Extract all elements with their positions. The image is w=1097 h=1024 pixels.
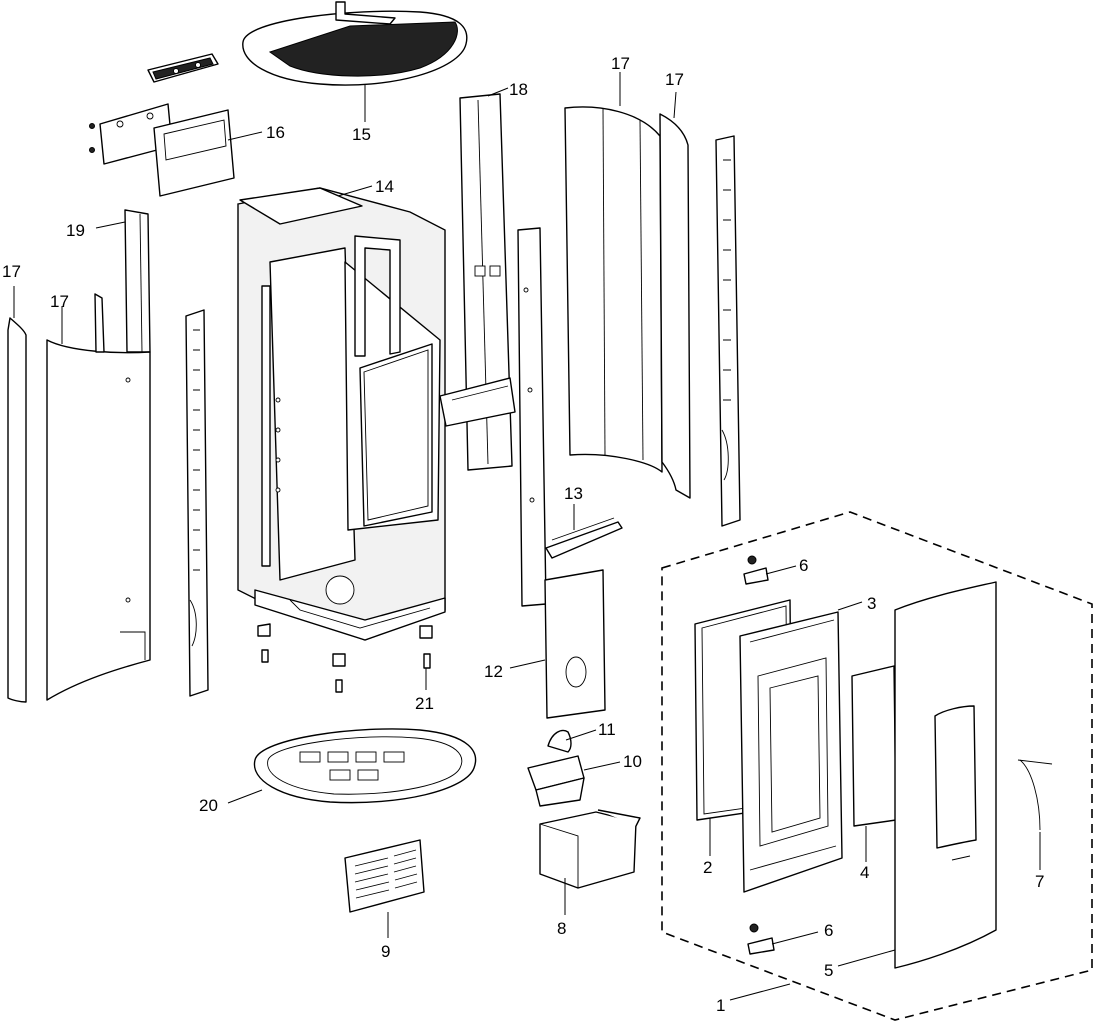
callout-19: 19 xyxy=(66,221,85,240)
callout-9: 9 xyxy=(381,942,390,961)
part-11-deflector xyxy=(547,729,572,753)
part-18-rear-post xyxy=(459,93,513,471)
part-12-rear-plate xyxy=(544,569,606,719)
exhaust-bracket xyxy=(439,377,516,427)
part-17-back-panel-a xyxy=(564,106,663,473)
callout-17-back-right: 17 xyxy=(665,70,684,89)
part-1-door-assembly xyxy=(661,511,1093,1021)
part-3-door-frame xyxy=(739,611,843,893)
callout-10: 10 xyxy=(623,752,642,771)
callout-2: 2 xyxy=(703,858,712,877)
callout-6-lower: 6 xyxy=(824,921,833,940)
right-rear-rail xyxy=(517,227,547,607)
callout-7: 7 xyxy=(1035,872,1044,891)
far-right-perforated-rail xyxy=(715,135,741,527)
part-7-handle xyxy=(1017,759,1053,831)
part-9-grille xyxy=(344,839,425,913)
part-14-main-body xyxy=(237,187,446,641)
part-13-bracket xyxy=(545,517,623,559)
callout-3: 3 xyxy=(867,594,876,613)
callout-18: 18 xyxy=(509,80,528,99)
callout-labels: 1 2 3 4 5 6 6 7 8 9 10 11 12 13 14 15 16… xyxy=(2,54,1044,1015)
callout-1: 1 xyxy=(716,996,725,1015)
control-display xyxy=(147,53,219,83)
callout-6-upper: 6 xyxy=(799,556,808,575)
part-17-side-panel-b xyxy=(46,293,151,701)
callout-4: 4 xyxy=(860,863,869,882)
callout-15: 15 xyxy=(352,125,371,144)
part-5-front-door xyxy=(894,581,997,969)
part-6-upper-latch xyxy=(743,555,769,585)
part-21-feet xyxy=(257,623,433,693)
part-10-burn-pot xyxy=(527,755,585,807)
part-16-panel-housing xyxy=(89,103,235,197)
part-17-side-panel-a xyxy=(7,317,27,703)
left-perforated-rail xyxy=(185,309,209,697)
callout-14: 14 xyxy=(375,177,394,196)
leader-lines xyxy=(13,72,1041,1001)
part-17-back-panel-b xyxy=(659,113,691,499)
callout-13: 13 xyxy=(564,484,583,503)
callout-20: 20 xyxy=(199,796,218,815)
part-8-ash-drawer xyxy=(539,809,641,889)
part-6-lower-latch xyxy=(747,923,775,955)
callout-21: 21 xyxy=(415,694,434,713)
callout-5: 5 xyxy=(824,961,833,980)
callout-11: 11 xyxy=(598,720,616,739)
part-19-post xyxy=(124,209,151,353)
callout-12: 12 xyxy=(484,662,503,681)
part-20-base-tray xyxy=(253,728,477,804)
part-4-glass xyxy=(851,665,897,827)
callout-17-far-left: 17 xyxy=(2,262,21,281)
callout-17-left: 17 xyxy=(50,292,69,311)
callout-17-back: 17 xyxy=(611,54,630,73)
callout-8: 8 xyxy=(557,919,566,938)
callout-16: 16 xyxy=(266,123,285,142)
part-15-top-lid xyxy=(242,1,468,86)
